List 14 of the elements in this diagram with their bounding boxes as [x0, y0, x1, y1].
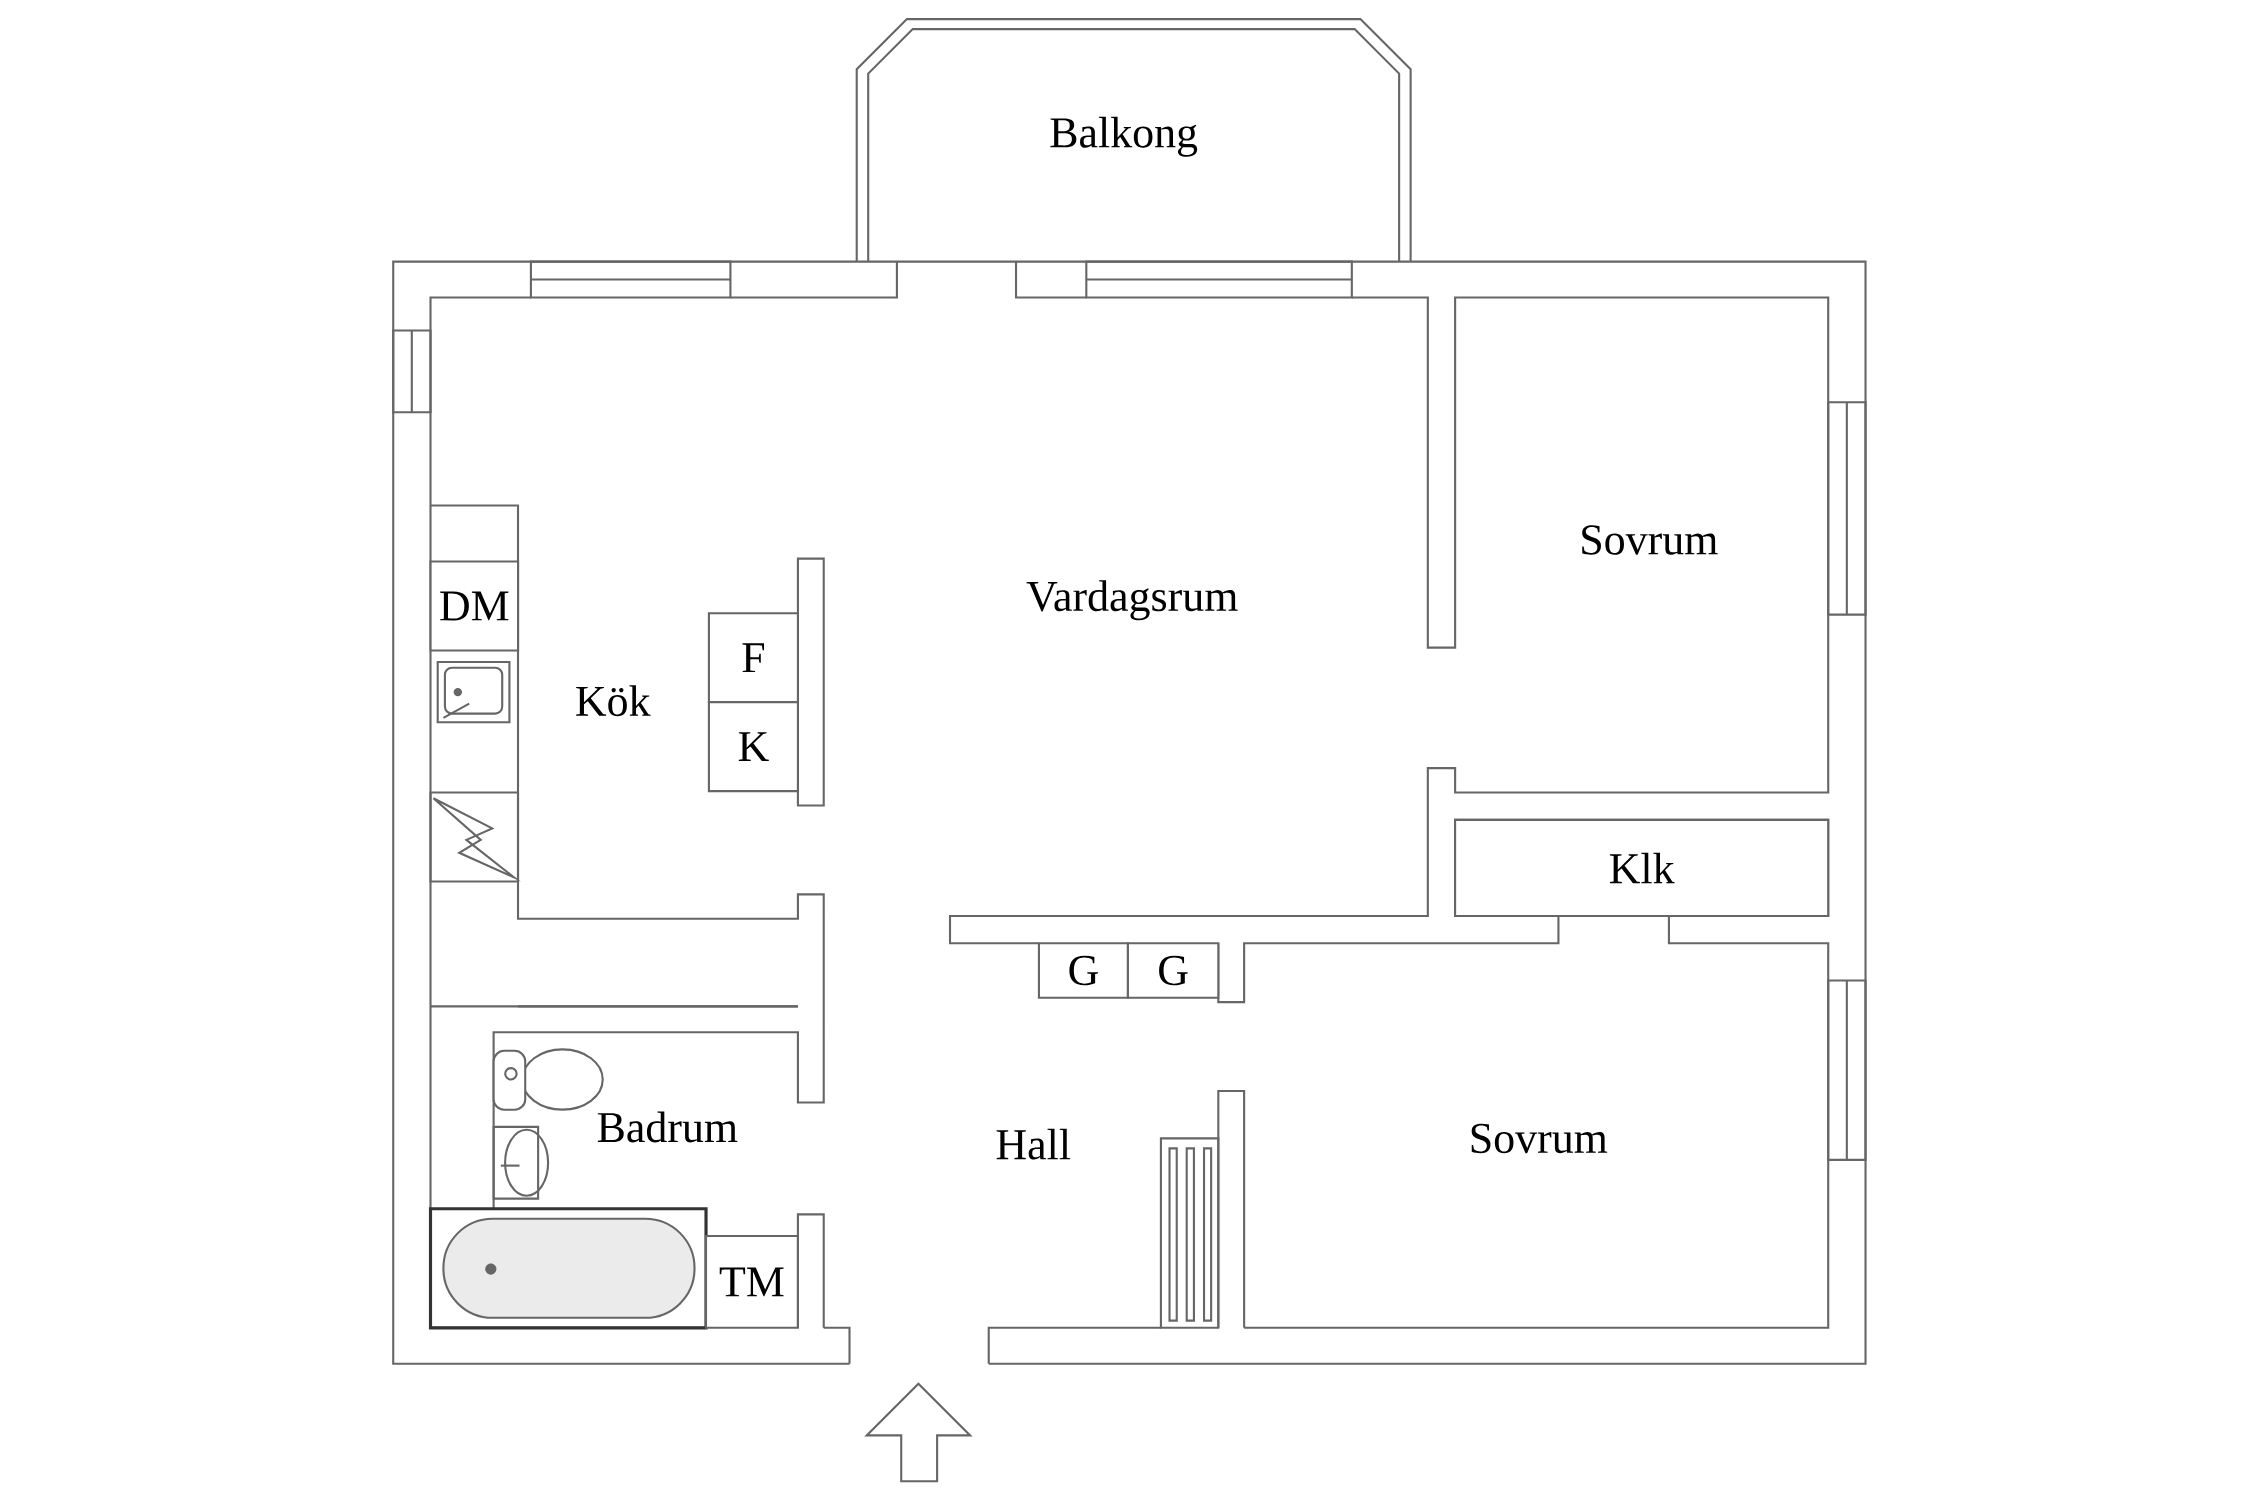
room-label: Vardagsrum: [1026, 580, 1238, 621]
appliance-box: K: [707, 701, 799, 793]
appliance-box: DM: [429, 560, 520, 652]
appliance-box: TM: [704, 1234, 799, 1329]
appliance-box: F: [707, 612, 799, 704]
wardrobe-box: G: [1037, 942, 1129, 999]
room-label: Kök: [576, 685, 651, 717]
balcony: Balkong: [855, 18, 1412, 262]
room-label: Sovrum: [1582, 525, 1718, 555]
room-label: Hall: [996, 1128, 1071, 1160]
closet-box: Klk: [1454, 818, 1830, 917]
wardrobe-box: G: [1126, 942, 1220, 999]
room-label: Badrum: [597, 1111, 738, 1143]
room-label: Sovrum: [1471, 1123, 1608, 1154]
